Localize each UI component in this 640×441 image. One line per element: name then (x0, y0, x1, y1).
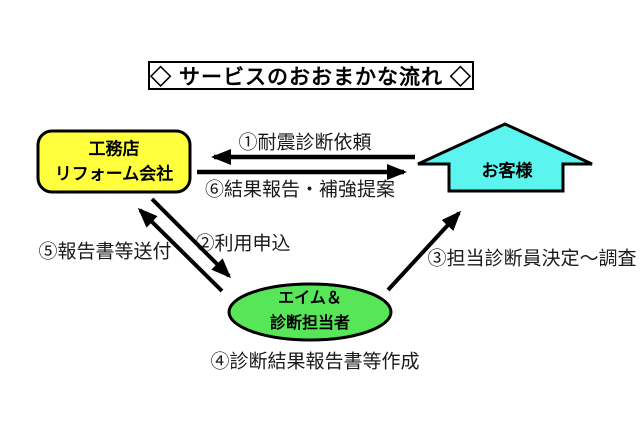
flow-label-step1: ①耐震診断依頼 (238, 132, 372, 154)
flow-label-step4: ④診断結果報告書等作成 (210, 351, 420, 373)
contractor-box-shape (36, 129, 192, 194)
arrow-step5-send (137, 207, 224, 293)
aim-line1: エイム＆ (278, 290, 342, 308)
contractor-node-label: 工務店 リフォーム会社 (55, 137, 174, 186)
contractor-line2: リフォーム会社 (54, 164, 174, 183)
flow-label-step5: ⑤報告書等送付 (38, 241, 172, 263)
contractor-line1: 工務店 (88, 139, 140, 159)
diagram-title: ◇ サービスのおおまかな流れ ◇ (148, 61, 474, 90)
flow-label-step6: ⑥結果報告・補強提案 (204, 179, 396, 201)
flow-label-step2: ②利用申込 (195, 233, 291, 255)
arrow-step3-survey (386, 210, 462, 292)
customer-label-text: お客様 (481, 161, 533, 181)
flow-label-step3: ③担当診断員決定～調査 (427, 248, 637, 270)
arrow-step2-apply (150, 197, 232, 279)
aim-ellipse-shape (227, 282, 393, 342)
customer-house-shape (417, 122, 593, 193)
aim-node-label: エイム＆ 診断担当者 (270, 287, 350, 337)
customer-node-label: お客様 (482, 160, 533, 185)
aim-line2: 診断担当者 (269, 315, 351, 332)
